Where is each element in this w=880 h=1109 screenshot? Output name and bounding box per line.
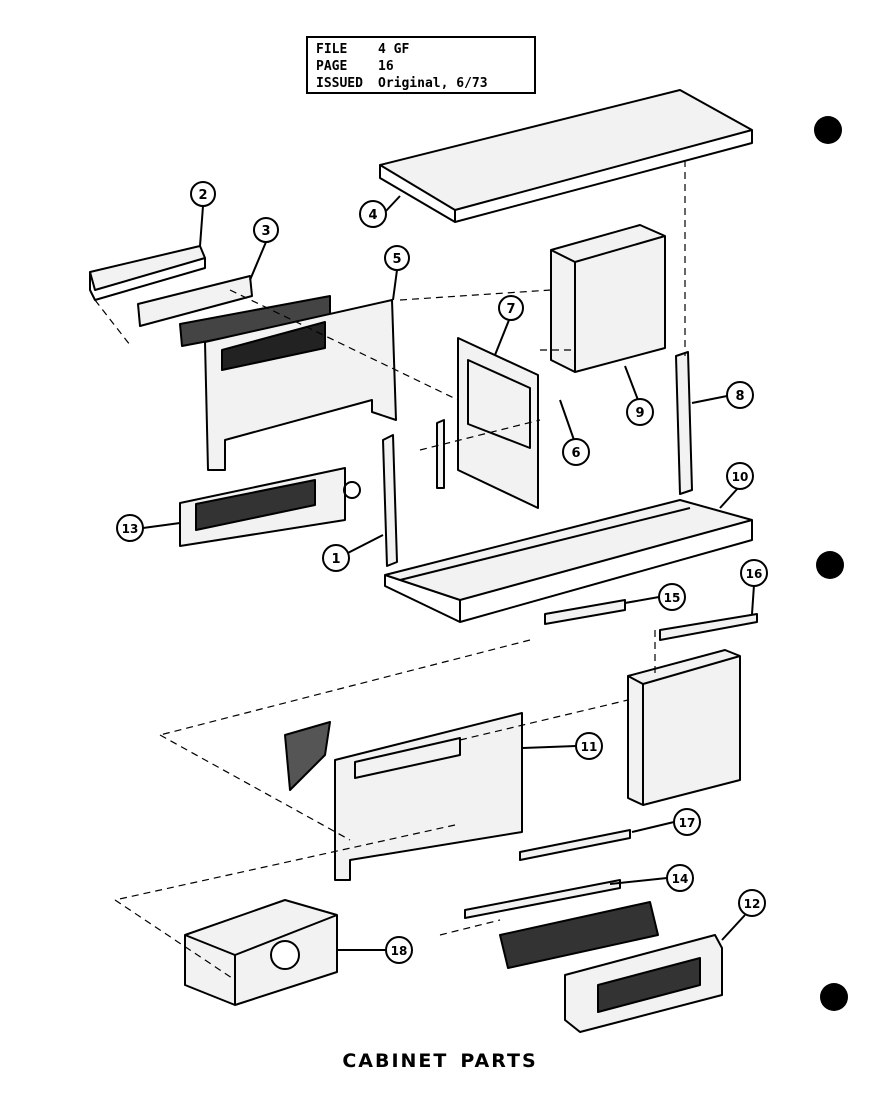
caption-word-1: CABINET (342, 1050, 449, 1072)
callout-9-number: 9 (635, 406, 644, 421)
file-row: FILE 4 GF (316, 41, 526, 58)
callout-15: 15 (624, 583, 686, 611)
page-row: PAGE 16 (316, 58, 526, 75)
front-grille-part (564, 934, 723, 1033)
binder-hole (816, 551, 844, 579)
callout-10: 10 (719, 462, 754, 509)
strip-part (137, 275, 331, 347)
callout-11: 11 (522, 732, 603, 760)
binder-hole (814, 116, 842, 144)
grille-part (179, 467, 361, 547)
binder-hole (820, 983, 848, 1011)
issued-label: ISSUED (316, 76, 363, 91)
callout-1-number: 1 (331, 552, 340, 567)
side-panel-part (436, 337, 539, 509)
callout-18: 18 (337, 936, 413, 964)
page-value: 16 (378, 59, 394, 74)
callout-11-number: 11 (581, 740, 598, 754)
side-cover-part (627, 649, 741, 806)
callouts: 1 2 3 4 5 6 7 8 9 10 11 12 13 14 15 16 1… (116, 181, 768, 964)
callout-15-number: 15 (664, 591, 681, 605)
blower-housing-part (184, 899, 338, 1006)
callout-16-number: 16 (746, 567, 763, 581)
callout-4-number: 4 (368, 208, 377, 223)
assembly-lines (94, 160, 686, 981)
callout-3: 3 (249, 217, 279, 281)
callout-13-number: 13 (122, 522, 139, 536)
callout-13: 13 (116, 514, 181, 542)
rail-strip-part (659, 613, 758, 641)
callout-8: 8 (691, 381, 754, 409)
callout-14-number: 14 (672, 872, 689, 886)
callout-5-number: 5 (392, 252, 401, 267)
issued-value: Original, 6/73 (378, 76, 488, 91)
callout-8-number: 8 (735, 389, 744, 404)
bracket-part (544, 599, 626, 625)
callout-5: 5 (384, 245, 410, 301)
post-part (382, 434, 398, 567)
filter-grille-part (499, 901, 659, 969)
callout-6: 6 (559, 399, 590, 466)
callout-16: 16 (740, 559, 768, 615)
corner-post-part (675, 351, 693, 495)
callout-17-number: 17 (679, 816, 696, 830)
callout-9: 9 (624, 365, 654, 426)
lower-bracket-part (519, 829, 631, 861)
callout-10-number: 10 (732, 470, 749, 484)
rear-panel-part (334, 712, 523, 881)
diagram-caption: CABINET PARTS (0, 1050, 880, 1072)
caption-word-2: PARTS (460, 1050, 538, 1072)
page-label: PAGE (316, 59, 348, 74)
callout-7: 7 (494, 295, 524, 356)
file-value: 4 GF (378, 42, 410, 57)
binder-holes (814, 116, 848, 1011)
callout-12: 12 (721, 889, 766, 941)
issued-row: ISSUED Original, 6/73 (316, 75, 526, 92)
top-panel-part (379, 89, 753, 223)
callout-2-number: 2 (198, 188, 207, 203)
callout-17: 17 (631, 808, 701, 836)
callout-6-number: 6 (571, 446, 580, 461)
callout-1: 1 (322, 534, 384, 572)
callout-2: 2 (190, 181, 216, 247)
callout-18-number: 18 (391, 944, 408, 958)
insulation-part (284, 721, 331, 791)
file-label: FILE (316, 42, 348, 57)
callout-4: 4 (359, 195, 401, 228)
callout-3-number: 3 (261, 224, 270, 239)
rear-bracket-part (464, 879, 621, 919)
base-tray-part (384, 499, 753, 623)
box-part (550, 224, 666, 373)
callout-7-number: 7 (506, 302, 515, 317)
file-info-box: FILE 4 GF PAGE 16 ISSUED Original, 6/73 (306, 36, 536, 94)
callout-14: 14 (609, 864, 694, 892)
callout-12-number: 12 (744, 897, 761, 911)
front-panel-part (204, 299, 397, 471)
